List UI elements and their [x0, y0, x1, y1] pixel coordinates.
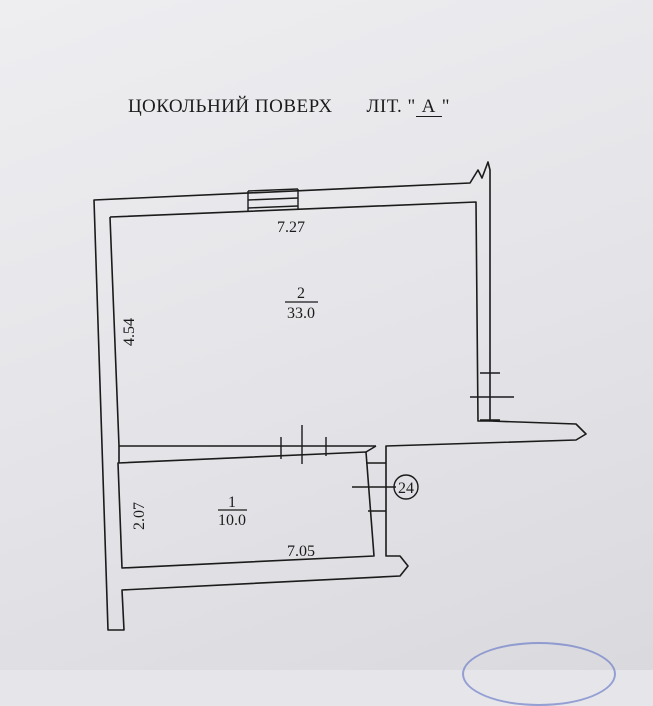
room-1-number: 1	[228, 494, 236, 511]
room-1-length: 7.05	[287, 543, 315, 560]
lit-letter: А	[415, 97, 442, 117]
floor-plan-title: ЦОКОЛЬНИЙ ПОВЕРХ ЛІТ. "А"	[128, 96, 450, 118]
room-1-width: 2.07	[131, 502, 148, 530]
lit-suffix: "	[441, 96, 450, 117]
room-2-width: 4.54	[121, 318, 138, 346]
room-2-area: 33.0	[287, 305, 315, 322]
floor-plan: 24 7.27 2 33.0 4.54 1 10.0 7.05 2.07	[93, 161, 587, 631]
room-2-number: 2	[297, 285, 305, 302]
partition-line	[118, 445, 377, 463]
outer-wall	[93, 161, 587, 631]
room-2-outline	[109, 201, 490, 447]
marker-number: 24	[398, 480, 414, 497]
door-right-wall	[470, 372, 514, 421]
room-2-length: 7.27	[277, 219, 305, 236]
room-1-area: 10.0	[218, 512, 246, 529]
window-top	[247, 188, 299, 212]
lit-prefix: ЛІТ. "	[366, 96, 416, 117]
official-stamp	[462, 642, 616, 706]
marker-circle	[393, 474, 419, 500]
room-1-outline	[117, 451, 375, 569]
entrance-mark	[352, 462, 396, 512]
door-between-rooms	[280, 425, 327, 464]
floor-name: ЦОКОЛЬНИЙ ПОВЕРХ	[128, 96, 333, 117]
